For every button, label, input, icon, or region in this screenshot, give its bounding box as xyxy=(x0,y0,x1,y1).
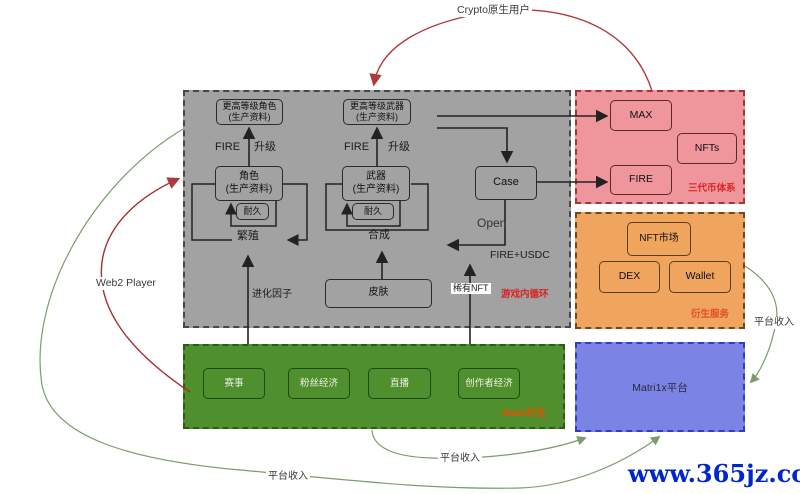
node-wallet: Wallet xyxy=(669,261,731,293)
label-fire-right: FIRE xyxy=(344,141,370,153)
node-higher-role-line2: (生产资料) xyxy=(228,112,271,122)
label-evolution-factor: 进化因子 xyxy=(252,289,292,300)
node-higher-role: 更高等级角色 (生产资料) xyxy=(216,99,283,125)
label-upgrade-left: 升级 xyxy=(254,141,276,153)
label-income-right: 平台收入 xyxy=(752,317,796,329)
platform-zone: Matri1x平台 xyxy=(575,342,745,432)
node-weapon-line1: 武器 xyxy=(366,171,386,182)
node-higher-weapon-line2: (生产资料) xyxy=(356,112,398,122)
node-role-line2: (生产资料) xyxy=(225,183,273,195)
platform-name: Matri1x平台 xyxy=(632,381,688,394)
label-income-left: 平台收入 xyxy=(266,471,310,483)
tag-token-system: 三代币体系 xyxy=(688,183,736,194)
node-fan-economy: 粉丝经济 xyxy=(288,368,350,399)
node-durability-right: 耐久 xyxy=(352,203,394,220)
label-web2-player: Web2 Player xyxy=(94,277,158,290)
node-nfts: NFTs xyxy=(677,133,737,164)
tag-game-loop: 游戏内循环 xyxy=(501,289,549,300)
node-esports: 赛事 xyxy=(203,368,265,399)
node-skin: 皮肤 xyxy=(325,279,432,308)
node-higher-weapon: 更高等级武器 (生产资料) xyxy=(343,99,411,125)
node-fire: FIRE xyxy=(610,165,672,195)
watermark-link[interactable]: www.365jz.com xyxy=(628,459,800,488)
node-dex: DEX xyxy=(599,261,660,293)
node-higher-weapon-line1: 更高等级武器 xyxy=(349,100,404,111)
node-role-line1: 角色 xyxy=(239,171,259,182)
label-fire-left: FIRE xyxy=(215,141,241,153)
arrow-crypto-users-curve xyxy=(369,9,653,92)
node-weapon-line2: (生产资料) xyxy=(352,183,400,195)
node-livestream: 直播 xyxy=(368,368,431,399)
node-creator-economy: 创作者经济 xyxy=(458,368,520,399)
node-role: 角色 (生产资料) xyxy=(215,166,283,201)
label-open: Open xyxy=(477,216,507,230)
label-rare-nft: 稀有NFT xyxy=(451,283,491,294)
label-crypto-users: Crypto原生用户 xyxy=(455,4,532,17)
tag-web2-derivative: Web2衍生 xyxy=(502,408,547,419)
label-income-mid: 平台收入 xyxy=(438,453,482,465)
label-synthesize: 合成 xyxy=(368,229,390,241)
label-upgrade-right: 升级 xyxy=(388,141,410,153)
node-weapon: 武器 (生产资料) xyxy=(342,166,410,201)
tag-derivative-services: 衍生服务 xyxy=(691,309,730,320)
label-breed: 繁殖 xyxy=(237,230,259,242)
node-higher-role-line1: 更高等级角色 xyxy=(222,100,277,111)
label-fire-usdc: FIRE+USDC xyxy=(490,249,550,261)
node-durability-left: 耐久 xyxy=(236,203,269,220)
node-max: MAX xyxy=(610,100,672,131)
node-nft-market: NFT市场 xyxy=(627,222,691,256)
node-case: Case xyxy=(475,166,537,200)
